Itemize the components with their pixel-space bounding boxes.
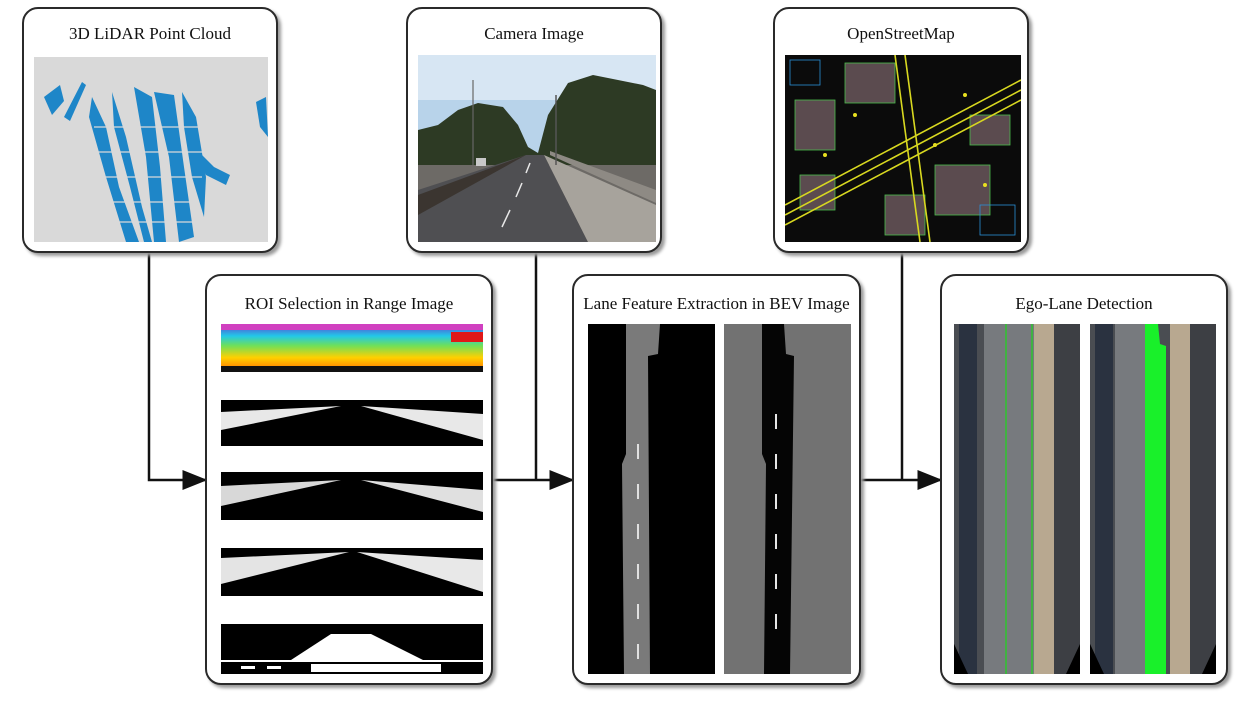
camera-title: Camera Image [484, 24, 584, 43]
ego-lane-image-left [954, 324, 1080, 674]
roi-title: ROI Selection in Range Image [244, 294, 454, 313]
lane-feature-title: Lane Feature Extraction in BEV Image [583, 294, 850, 313]
range-image-binary-2 [221, 472, 483, 520]
ego-lane-image-right [1090, 324, 1216, 674]
lidar-to-roi-arrow [147, 253, 208, 490]
range-image-binary-3 [221, 548, 483, 596]
osm-map-image [785, 55, 1021, 242]
bev-intensity-image [588, 324, 715, 674]
camera-road-image [418, 55, 656, 242]
range-image-binary-1 [221, 400, 483, 446]
lane-feature-box: Lane Feature Extraction in BEV Image [572, 274, 861, 685]
roi-selection-box: ROI Selection in Range Image [205, 274, 493, 685]
camera-input-box: Camera Image [406, 7, 662, 253]
lidar-title: 3D LiDAR Point Cloud [69, 24, 231, 43]
osm-input-box: OpenStreetMap [773, 7, 1029, 253]
ego-lane-box: Ego-Lane Detection [940, 274, 1228, 685]
road-region-mask [221, 624, 483, 674]
osm-title: OpenStreetMap [847, 24, 955, 43]
range-image-color [221, 324, 483, 372]
ego-lane-title: Ego-Lane Detection [1015, 294, 1153, 313]
lidar-input-box: 3D LiDAR Point Cloud [22, 7, 278, 253]
bev-lane-feature-image [724, 324, 851, 674]
lidar-point-cloud-image [34, 57, 268, 242]
